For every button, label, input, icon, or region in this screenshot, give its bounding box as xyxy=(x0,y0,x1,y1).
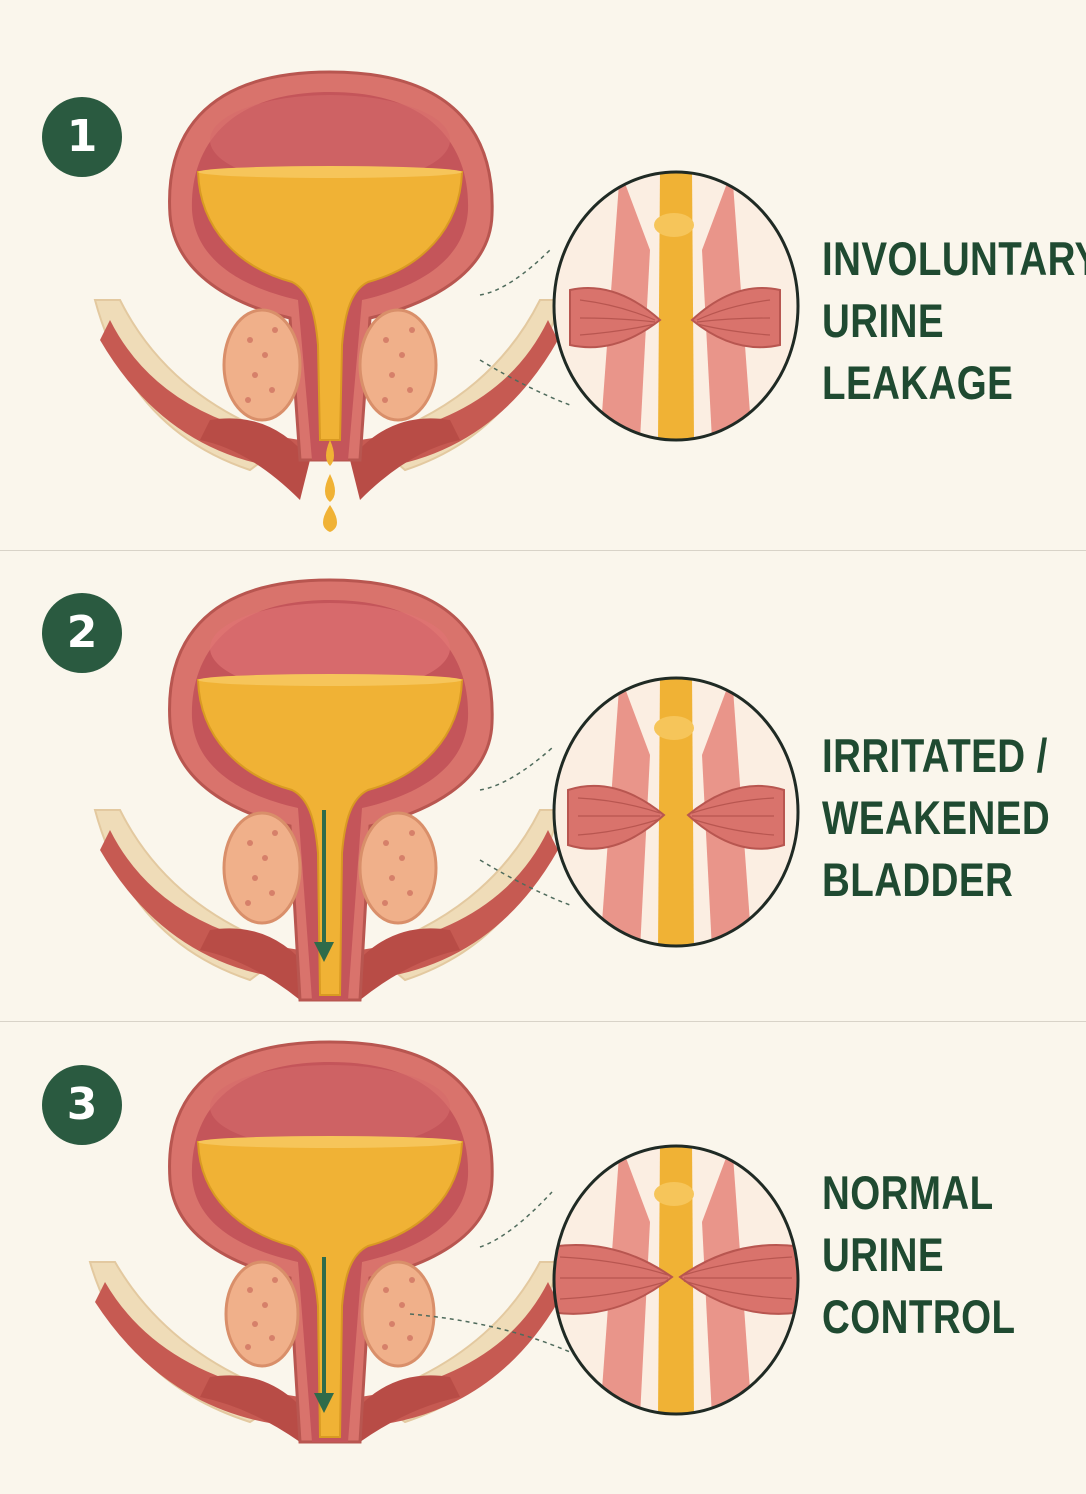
panel-normal-control: 3 xyxy=(0,1022,1086,1494)
urine xyxy=(196,171,464,441)
step-number-badge: 2 xyxy=(42,593,122,673)
urine-drip xyxy=(326,440,334,466)
prostate-left xyxy=(222,811,302,925)
pelvic-floor-left xyxy=(200,928,310,1000)
callout-line xyxy=(479,1191,553,1248)
sphincter-zoom xyxy=(554,172,798,440)
panel-caption: INVOLUNTARY URINE LEAKAGE xyxy=(822,228,1086,414)
panel-irritated-bladder: 2 xyxy=(0,550,1086,1022)
caption-line: URINE xyxy=(822,1228,944,1281)
prostate-left xyxy=(222,308,302,422)
sphincter-zoom xyxy=(554,678,798,946)
sphincter-muscle-right xyxy=(686,784,785,850)
caption-line: NORMAL xyxy=(822,1166,994,1219)
callout-line xyxy=(479,359,571,406)
prostate-right xyxy=(358,811,438,925)
panel-divider xyxy=(0,550,1086,551)
caption-line: LEAKAGE xyxy=(822,356,1014,409)
urine xyxy=(196,679,464,996)
bladder-illustration xyxy=(93,578,800,1002)
bladder-illustration xyxy=(88,1040,800,1444)
caption-line: WEAKENED xyxy=(822,791,1051,844)
urine xyxy=(196,1141,464,1438)
panel-caption: NORMAL URINE CONTROL xyxy=(822,1162,1027,1348)
sphincter-muscle-left xyxy=(567,784,666,850)
bladder-illustration xyxy=(93,70,800,532)
pelvic-floor-right xyxy=(350,928,460,1000)
pelvic-floor-left xyxy=(200,418,310,500)
step-number-badge: 1 xyxy=(42,97,122,177)
panel-involuntary-leakage: 1 xyxy=(0,0,1086,532)
prostate-right xyxy=(360,1260,436,1368)
flow-arrow xyxy=(314,810,334,962)
caption-line: INVOLUNTARY xyxy=(822,232,1086,285)
urine-drip xyxy=(325,474,335,502)
sphincter-muscle-right xyxy=(678,1244,798,1315)
callout-line xyxy=(479,859,571,906)
prostate-right xyxy=(358,308,438,422)
pelvic-floor-right xyxy=(350,1375,460,1442)
pelvic-floor-left xyxy=(200,1375,310,1442)
panel-divider xyxy=(0,1021,1086,1022)
prostate-left xyxy=(224,1260,300,1368)
step-number-badge: 3 xyxy=(42,1065,122,1145)
caption-line: CONTROL xyxy=(822,1290,1016,1343)
sphincter-zoom xyxy=(554,1146,798,1414)
infographic: 1 xyxy=(0,0,1086,1444)
urine-drip xyxy=(323,505,337,532)
sphincter-muscle-right xyxy=(690,287,781,349)
caption-line: BLADDER xyxy=(822,853,1014,906)
caption-line: URINE xyxy=(822,294,944,347)
sphincter-muscle-left xyxy=(554,1244,674,1315)
callout-line xyxy=(479,247,553,296)
pelvic-floor-right xyxy=(350,418,460,500)
callout-line xyxy=(409,1313,571,1353)
caption-line: IRRITATED / xyxy=(822,729,1048,782)
sphincter-muscle-left xyxy=(569,287,662,349)
flow-arrow xyxy=(314,1257,334,1413)
callout-line xyxy=(479,747,553,791)
panel-caption: IRRITATED / WEAKENED BLADDER xyxy=(822,725,1051,911)
